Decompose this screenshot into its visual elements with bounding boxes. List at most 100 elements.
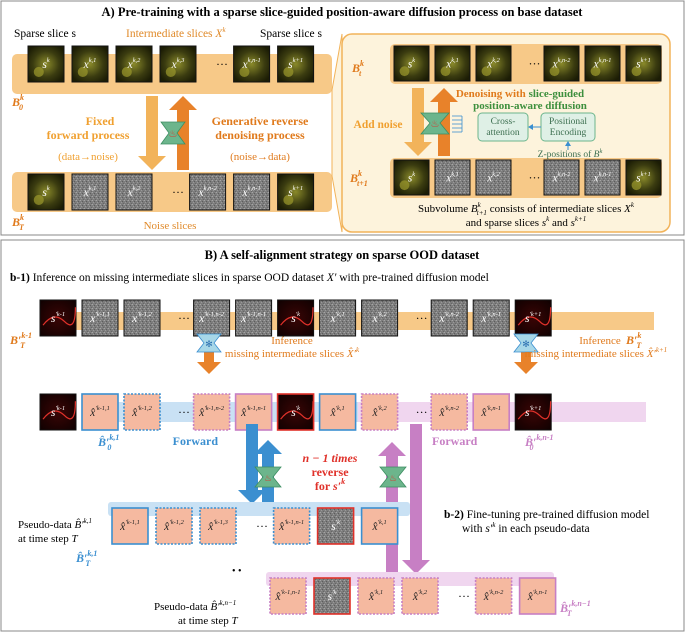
slice-tile: xk,1 xyxy=(434,45,471,82)
slice-image xyxy=(393,159,430,196)
slice-tile: x′k,2 xyxy=(361,299,399,337)
slice-tile: x̂′k,2 xyxy=(360,393,399,431)
slice-image xyxy=(81,299,119,337)
slice-image xyxy=(472,299,510,337)
slice-label: x̂′k-1,n-1 xyxy=(274,589,300,603)
slice-image xyxy=(81,393,119,431)
slice-tile: x̂′k,1 xyxy=(318,393,357,431)
arrow-denoise-head xyxy=(430,88,458,102)
reverse-label-3: for s′k xyxy=(315,477,345,493)
arrow-reverse-blue-head xyxy=(254,440,282,454)
slice-image xyxy=(514,393,552,431)
slice-label: x̂′k,1 xyxy=(371,519,386,533)
slice-tile: x̂′k-1,3 xyxy=(199,507,237,545)
forward-right-label: Forward xyxy=(432,434,478,448)
slice-tile: x̂′k-1,2 xyxy=(123,393,161,431)
slice-tile: xk,n-1 xyxy=(584,159,621,196)
slice-image xyxy=(625,159,662,196)
slice-label: xk,n-1 xyxy=(241,57,260,71)
slice-label: sk+1 xyxy=(288,185,303,199)
ellipsis: ··· xyxy=(458,589,470,603)
slice-label: xk,2 xyxy=(486,171,500,185)
add-noise-label: Add noise xyxy=(354,119,403,131)
pseudo1-text-1: Pseudo-data B̂′k,1 xyxy=(18,517,92,531)
arrow-z-to-pe-head xyxy=(565,141,571,146)
slice-image xyxy=(543,45,580,82)
b2-caption-1: b-2) Fine-tuning pre-trained diffusion m… xyxy=(444,509,649,521)
ellipsis: ··· xyxy=(256,519,268,533)
slice-image xyxy=(155,507,193,545)
network-icon-blue xyxy=(254,466,282,488)
slice-label: x̂′k,n-1 xyxy=(480,405,501,419)
cross-attention-label: Cross- xyxy=(491,117,516,127)
slice-tile: ··· xyxy=(416,405,428,419)
section-a-title: A) Pre-training with a sparse slice-guid… xyxy=(102,5,584,19)
slice-label: sk+1 xyxy=(636,171,651,185)
ellipsis: ··· xyxy=(529,171,541,185)
slice-label: x̂′k,2 xyxy=(412,589,428,603)
ellipsis: ··· xyxy=(178,405,190,419)
slice-label: xk,2 xyxy=(127,185,142,199)
slice-tile: xk,2 xyxy=(115,173,153,211)
slice-tile: ··· xyxy=(416,311,428,325)
slice-tile: x̂′k,n-1 xyxy=(518,577,557,615)
slice-label: xk,n-2 xyxy=(552,57,572,71)
slice-image xyxy=(472,393,511,431)
slice-label: xk,1 xyxy=(83,185,97,199)
network-icon-a xyxy=(160,121,186,145)
slice-tile: s′k xyxy=(316,507,355,545)
section-b-title: B) A self-alignment strategy on sparse O… xyxy=(205,248,480,262)
slice-tile: xk,n-1 xyxy=(233,173,271,211)
slice-label: x′k-1,n-1 xyxy=(240,311,266,325)
slice-tile: s′k xyxy=(277,299,315,337)
label-sparse-right: Sparse slice s xyxy=(260,28,322,40)
slice-tile: xk,2 xyxy=(475,45,512,82)
slice-image xyxy=(27,45,65,83)
slice-label: sk xyxy=(42,185,49,199)
flame-icon-blue: ♨ xyxy=(264,473,272,483)
slice-label: sk xyxy=(408,57,415,71)
slice-tile: x̂′k-1,n-1 xyxy=(272,507,311,545)
slice-image xyxy=(111,507,149,545)
slice-label: x′k-1,1 xyxy=(89,311,110,325)
arrow-forward-a-head xyxy=(138,156,166,170)
slice-image xyxy=(357,577,395,615)
slice-label: xk,n-2 xyxy=(552,171,572,185)
slice-tile: sk+1 xyxy=(625,45,662,82)
cell-blob xyxy=(77,66,88,77)
slice-label: s′k xyxy=(291,311,300,325)
slice-tile: xk,3 xyxy=(159,45,197,83)
slice-label: x′k,1 xyxy=(329,311,344,325)
vessel-trace xyxy=(517,307,552,326)
slice-label: x̂′k-1,3 xyxy=(207,519,228,533)
slice-label: x̂′k,n-2 xyxy=(483,589,504,603)
slice-tile: s′k+1 xyxy=(514,393,552,431)
slice-label: x̂′k-1,n-1 xyxy=(278,519,304,533)
slice-label: s′k xyxy=(291,405,300,419)
slice-image xyxy=(233,173,271,211)
slice-label: s′k+1 xyxy=(525,311,541,325)
slice-image xyxy=(192,393,231,431)
arrow-forward-purple xyxy=(410,424,422,564)
gen-sub: (noise→data) xyxy=(230,151,290,163)
slice-image xyxy=(123,393,161,431)
slice-tile: x′k-1,n-2 xyxy=(193,299,231,337)
slice-image xyxy=(313,577,351,615)
slice-tile: x̂′k-1,2 xyxy=(155,507,193,545)
arrow-forward-a xyxy=(146,96,158,158)
slice-tile: x̂′k,n-2 xyxy=(430,393,469,431)
arrow-forward-blue xyxy=(246,424,258,494)
reverse-label-2: reverse xyxy=(311,465,349,479)
slice-tile: s′k-1 xyxy=(39,393,77,431)
label-noise-slices: Noise slices xyxy=(144,220,197,232)
slice-tile: x̂′k-1,n-1 xyxy=(269,577,307,615)
slice-label: x̂′k-1,n-1 xyxy=(240,405,266,419)
slice-tile: x′k,n-1 xyxy=(472,299,510,337)
slice-image xyxy=(233,45,271,83)
attention-lines xyxy=(452,115,463,133)
slice-image xyxy=(430,299,468,337)
